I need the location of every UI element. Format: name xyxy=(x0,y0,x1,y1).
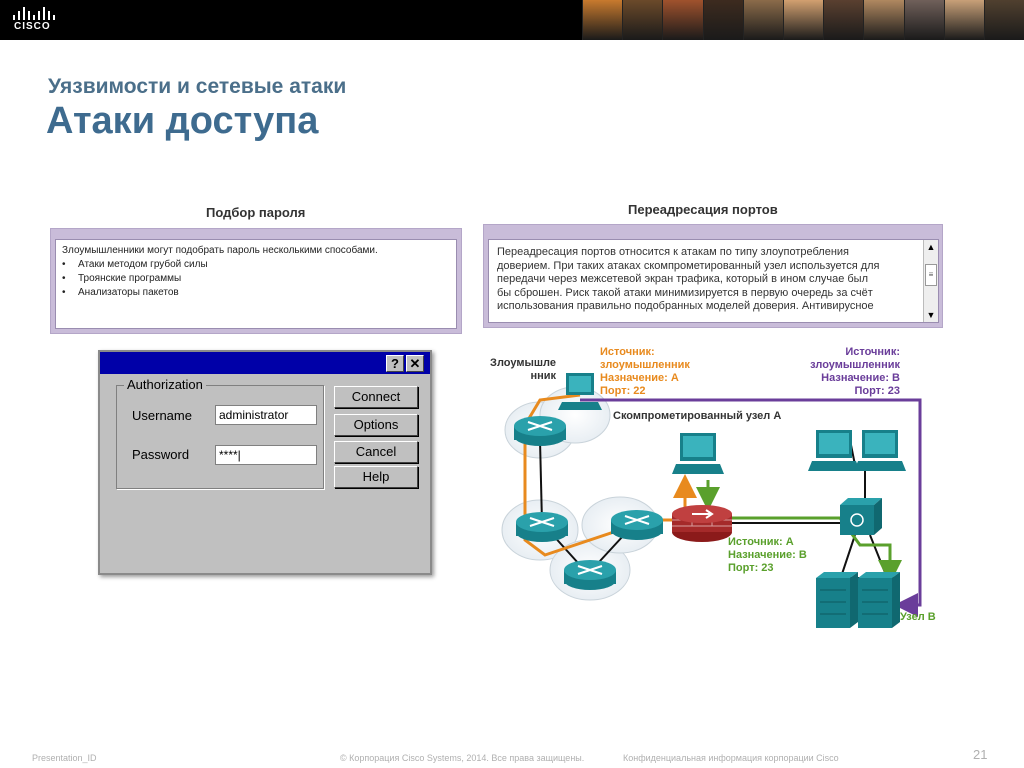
connect-button[interactable]: Connect xyxy=(334,386,418,408)
port-forward-diagram xyxy=(501,373,922,628)
username-label: Username xyxy=(132,408,192,423)
footer-copyright: © Корпорация Cisco Systems, 2014. Все пр… xyxy=(340,753,585,763)
footer-presentation-id: Presentation_ID xyxy=(32,753,97,763)
password-guess-panel: Злоумышленники могут подобрать пароль не… xyxy=(50,228,462,334)
scrollbar[interactable]: ▲ ≡ ▼ xyxy=(923,240,938,322)
authorization-dialog: ? ✕ Authorization Username administrator… xyxy=(98,350,432,575)
scroll-thumb[interactable]: ≡ xyxy=(925,264,937,286)
router-icon xyxy=(516,512,568,542)
router-icon xyxy=(611,510,663,540)
password-guess-intro: Злоумышленники могут подобрать пароль не… xyxy=(62,245,378,256)
password-method-item: Анализаторы пакетов xyxy=(62,286,450,300)
port-forward-body[interactable]: Переадресация портов относится к атакам … xyxy=(488,239,939,323)
host-b-label: Узел В xyxy=(900,611,936,623)
header-photo xyxy=(742,0,783,40)
slide-title: Атаки доступа xyxy=(46,100,319,142)
header-photo xyxy=(823,0,864,40)
footer-confidential: Конфиденциальная информация корпорации C… xyxy=(623,753,839,763)
host-a-pc-icon xyxy=(672,433,724,474)
purple-flow-label: Источник: злоумышленник Назначение: B По… xyxy=(810,346,900,397)
port-forward-line: передачи через межсетевой экран трафика,… xyxy=(497,273,869,285)
cisco-logo-icon xyxy=(13,7,55,20)
header-photo xyxy=(622,0,663,40)
firewall-icon xyxy=(672,505,732,542)
router-icon xyxy=(514,416,566,446)
port-forward-line: бы сброшен. Риск такой атаки минимизируе… xyxy=(497,286,873,299)
pc-icon xyxy=(854,430,906,471)
photo-strip xyxy=(582,0,1024,40)
port-forward-text: Переадресация портов относится к атакам … xyxy=(489,240,938,314)
help-button[interactable]: Help xyxy=(334,466,418,488)
dialog-titlebar: ? ✕ xyxy=(100,352,430,374)
attacker-label: Злоумышле нник xyxy=(490,357,556,382)
authorization-group xyxy=(116,385,324,489)
port-forward-line: доверием. При таких атаках скомпрометиро… xyxy=(497,259,880,272)
password-input[interactable]: ****| xyxy=(215,445,317,465)
help-icon[interactable]: ? xyxy=(386,355,404,372)
attacker-pc-icon xyxy=(558,373,602,410)
port-forward-panel: Переадресация портов относится к атакам … xyxy=(483,224,943,328)
left-panel-heading: Подбор пароля xyxy=(206,205,306,220)
port-forward-line: Переадресация портов относится к атакам … xyxy=(497,246,850,258)
password-label: Password xyxy=(132,447,190,462)
authorization-group-label: Authorization xyxy=(124,377,206,392)
close-icon[interactable]: ✕ xyxy=(406,355,424,372)
switch-icon xyxy=(840,498,882,535)
header-photo xyxy=(582,0,623,40)
router-icon xyxy=(564,560,616,590)
pc-icon xyxy=(808,430,860,471)
slide-subtitle: Уязвимости и сетевые атаки xyxy=(48,75,347,98)
header-banner: CISCO xyxy=(0,0,1024,40)
server-b-icon xyxy=(858,572,900,628)
right-panel-heading: Переадресация портов xyxy=(628,202,778,217)
scroll-down-icon[interactable]: ▼ xyxy=(926,310,936,320)
username-input[interactable]: administrator xyxy=(215,405,317,425)
header-photo xyxy=(943,0,984,40)
orange-flow-label: Источник: злоумышленник Назначение: A По… xyxy=(600,346,690,397)
options-button[interactable]: Options xyxy=(334,414,418,436)
green-flow-label: Источник: А Назначение: В Порт: 23 xyxy=(728,536,807,574)
password-guess-list: Атаки методом грубой силыТроянские прогр… xyxy=(62,258,450,300)
header-photo xyxy=(782,0,824,40)
header-photo xyxy=(903,0,944,40)
header-photo xyxy=(662,0,703,40)
cisco-logo-text: CISCO xyxy=(14,21,51,32)
password-method-item: Троянские программы xyxy=(62,272,450,286)
password-method-item: Атаки методом грубой силы xyxy=(62,258,450,272)
port-forward-line: использования правильно подобранных моде… xyxy=(497,300,874,312)
password-guess-body: Злоумышленники могут подобрать пароль не… xyxy=(55,239,457,329)
header-photo xyxy=(702,0,743,40)
compromised-host-label: Скомпрометированный узел А xyxy=(613,410,782,422)
header-photo xyxy=(863,0,904,40)
header-photo xyxy=(983,0,1024,40)
page-number: 21 xyxy=(973,747,988,762)
cancel-button[interactable]: Cancel xyxy=(334,441,418,463)
scroll-up-icon[interactable]: ▲ xyxy=(926,242,936,252)
server-icon xyxy=(816,572,858,628)
